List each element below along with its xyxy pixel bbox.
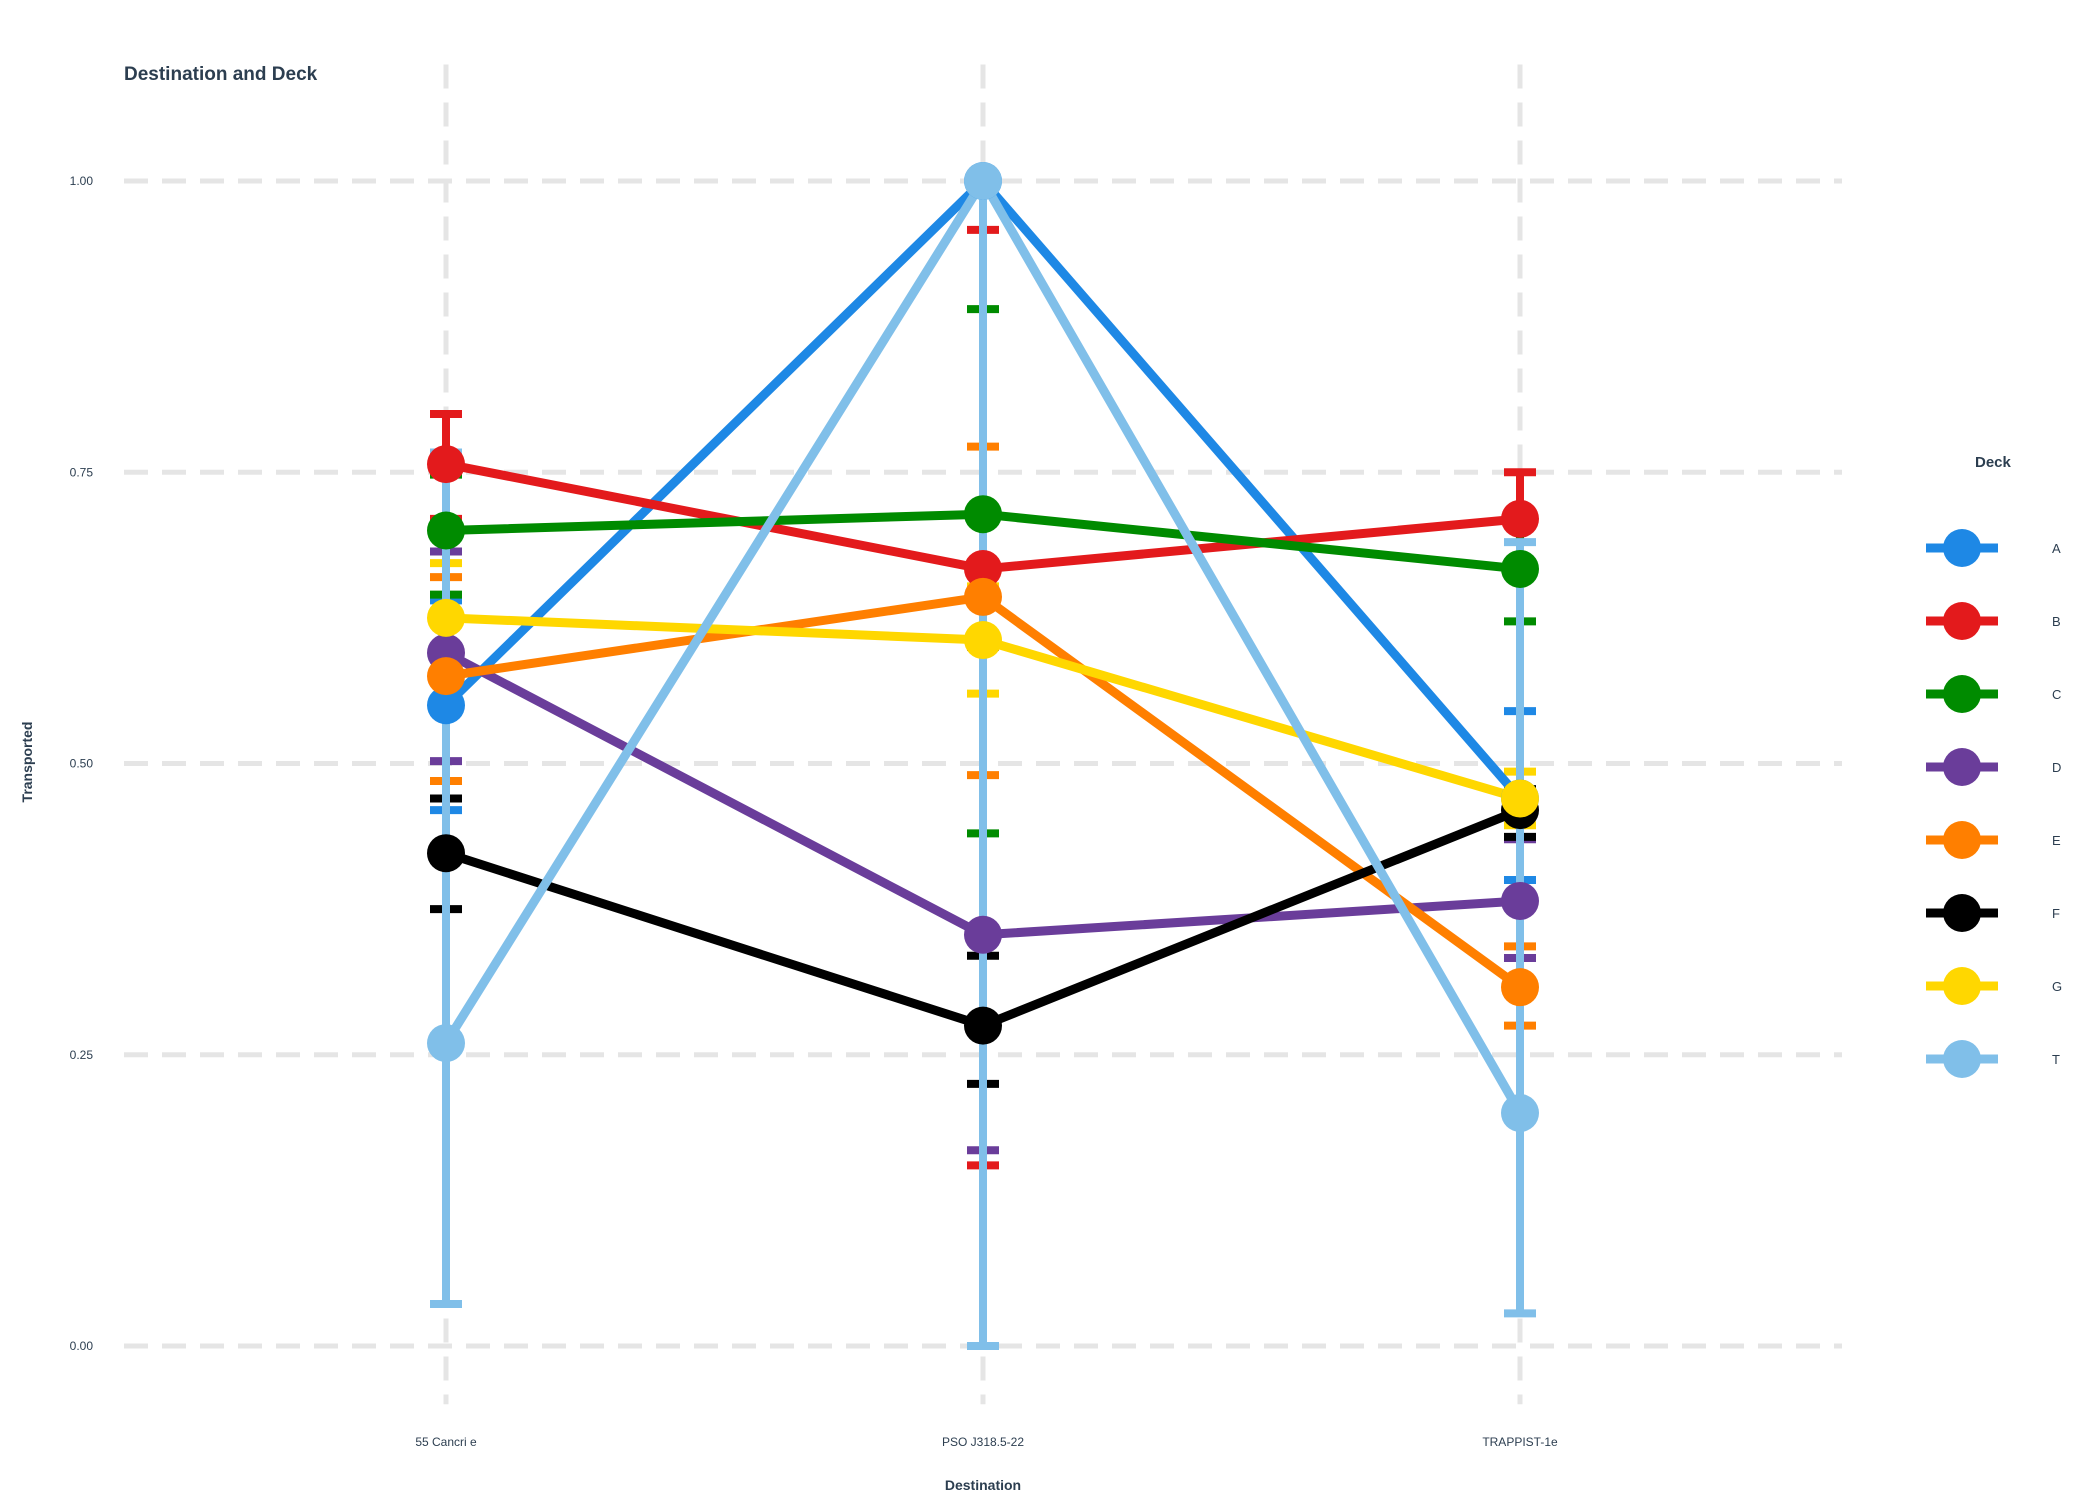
data-point-E [964,577,1002,616]
legend-key-point [1943,967,1981,1005]
legend-key-point [1943,748,1981,786]
legend-label: F [2052,906,2060,921]
data-point-A [427,686,465,725]
legend-items: A B C D E F G T [1926,529,2062,1078]
data-point-B [964,549,1002,588]
legend-label: B [2052,614,2061,629]
legend-label: T [2052,1052,2060,1067]
data-point-G [964,621,1002,660]
data-point-F [964,1006,1002,1045]
legend-key-point [1943,529,1981,567]
legend-label: C [2052,687,2061,702]
legend-label: E [2052,833,2061,848]
y-tick-label: 1.00 [70,174,94,188]
legend: Deck A B C D E F G T [1926,454,2062,1078]
legend-item-A: A [1926,529,2061,567]
legend-label: G [2052,979,2062,994]
legend-item-C: C [1926,675,2061,713]
legend-item-B: B [1926,602,2061,640]
y-axis-title: Transported [19,722,35,803]
data-point-T [964,162,1002,200]
axis-layer: 0.00 0.25 0.50 0.75 1.00 55 Cancri e PSO J318.… [70,174,1558,1449]
x-tick-label: PSO J318.5-22 [942,1435,1024,1449]
point-layer [427,162,1539,1132]
data-point-B [1501,499,1539,538]
data-point-T [1501,1094,1539,1132]
x-axis-title: Destination [945,1477,1021,1493]
legend-item-F: F [1926,894,2060,932]
data-point-G [427,598,465,637]
data-point-E [1501,968,1539,1007]
y-tick-label: 0.75 [70,465,94,479]
y-tick-label: 0.25 [70,1048,94,1062]
data-point-C [1501,549,1539,588]
legend-item-D: D [1926,748,2061,786]
data-point-C [964,495,1002,534]
legend-item-E: E [1926,821,2061,859]
x-tick-label: 55 Cancri e [415,1435,477,1449]
legend-item-T: T [1926,1040,2060,1078]
data-point-T [427,1024,465,1063]
data-point-D [1501,881,1539,920]
legend-item-G: G [1926,967,2062,1005]
x-tick-label: TRAPPIST-1e [1482,1435,1558,1449]
y-tick-label: 0.50 [70,757,94,771]
data-point-B [427,445,465,484]
legend-title: Deck [1975,454,2012,471]
legend-key-point [1943,1040,1981,1078]
data-point-F [427,834,465,873]
y-tick-label: 0.00 [70,1339,94,1353]
legend-key-point [1943,894,1981,932]
data-point-D [964,915,1002,954]
legend-key-point [1943,602,1981,640]
legend-key-point [1943,675,1981,713]
data-point-C [427,511,465,550]
legend-label: A [2052,541,2061,556]
chart-title: Destination and Deck [124,64,318,85]
data-point-E [427,657,465,696]
legend-key-point [1943,821,1981,859]
data-point-G [1501,779,1539,818]
legend-label: D [2052,760,2061,775]
